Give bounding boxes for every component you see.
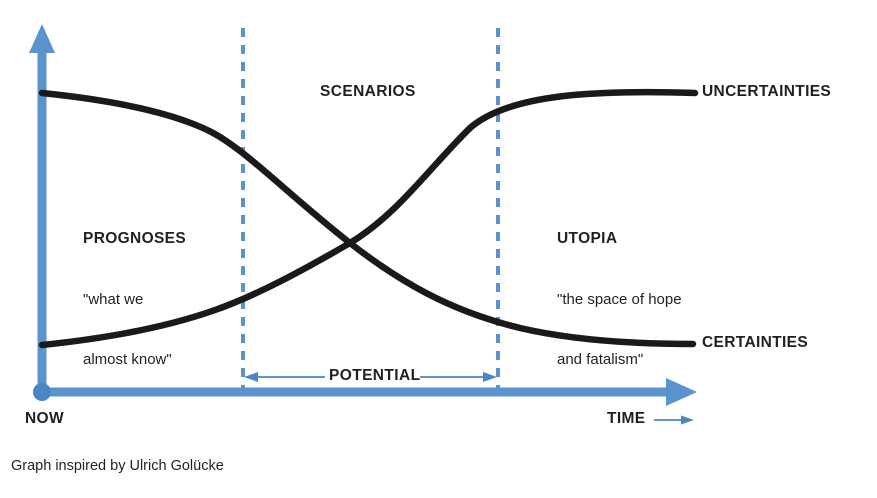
series-label-uncertainties: UNCERTAINTIES [702, 83, 832, 100]
band-caption-utopia-line2: and fatalism" [557, 350, 644, 368]
arrow-up-icon [29, 24, 55, 53]
curve-uncertainties [38, 88, 699, 349]
band-caption-prognoses-line1: "what we [83, 290, 144, 308]
band-caption-utopia-line1: "the space of hope [557, 290, 682, 308]
potential-arrow-left-icon [244, 372, 258, 382]
time-arrow-icon [681, 415, 694, 425]
axis-origin-label-now: NOW [25, 410, 64, 427]
arrow-right-icon [666, 378, 697, 406]
axis-label-time: TIME [607, 410, 646, 427]
band-block-utopia: UTOPIA "the space of hope and fatalism" [557, 188, 682, 410]
origin-dot-icon [33, 383, 51, 401]
band-label-scenarios: SCENARIOS [320, 83, 416, 100]
band-caption-prognoses-line2: almost know" [83, 350, 172, 368]
span-label-potential: POTENTIAL [329, 367, 421, 384]
band-block-prognoses: PROGNOSES "what we almost know" [83, 188, 186, 410]
figure-footnote: Graph inspired by Ulrich Golücke [11, 458, 224, 474]
band-title-utopia: UTOPIA [557, 229, 618, 247]
band-title-prognoses: PROGNOSES [83, 229, 187, 247]
series-label-certainties: CERTAINTIES [702, 334, 809, 351]
potential-arrow-right-icon [483, 372, 497, 382]
